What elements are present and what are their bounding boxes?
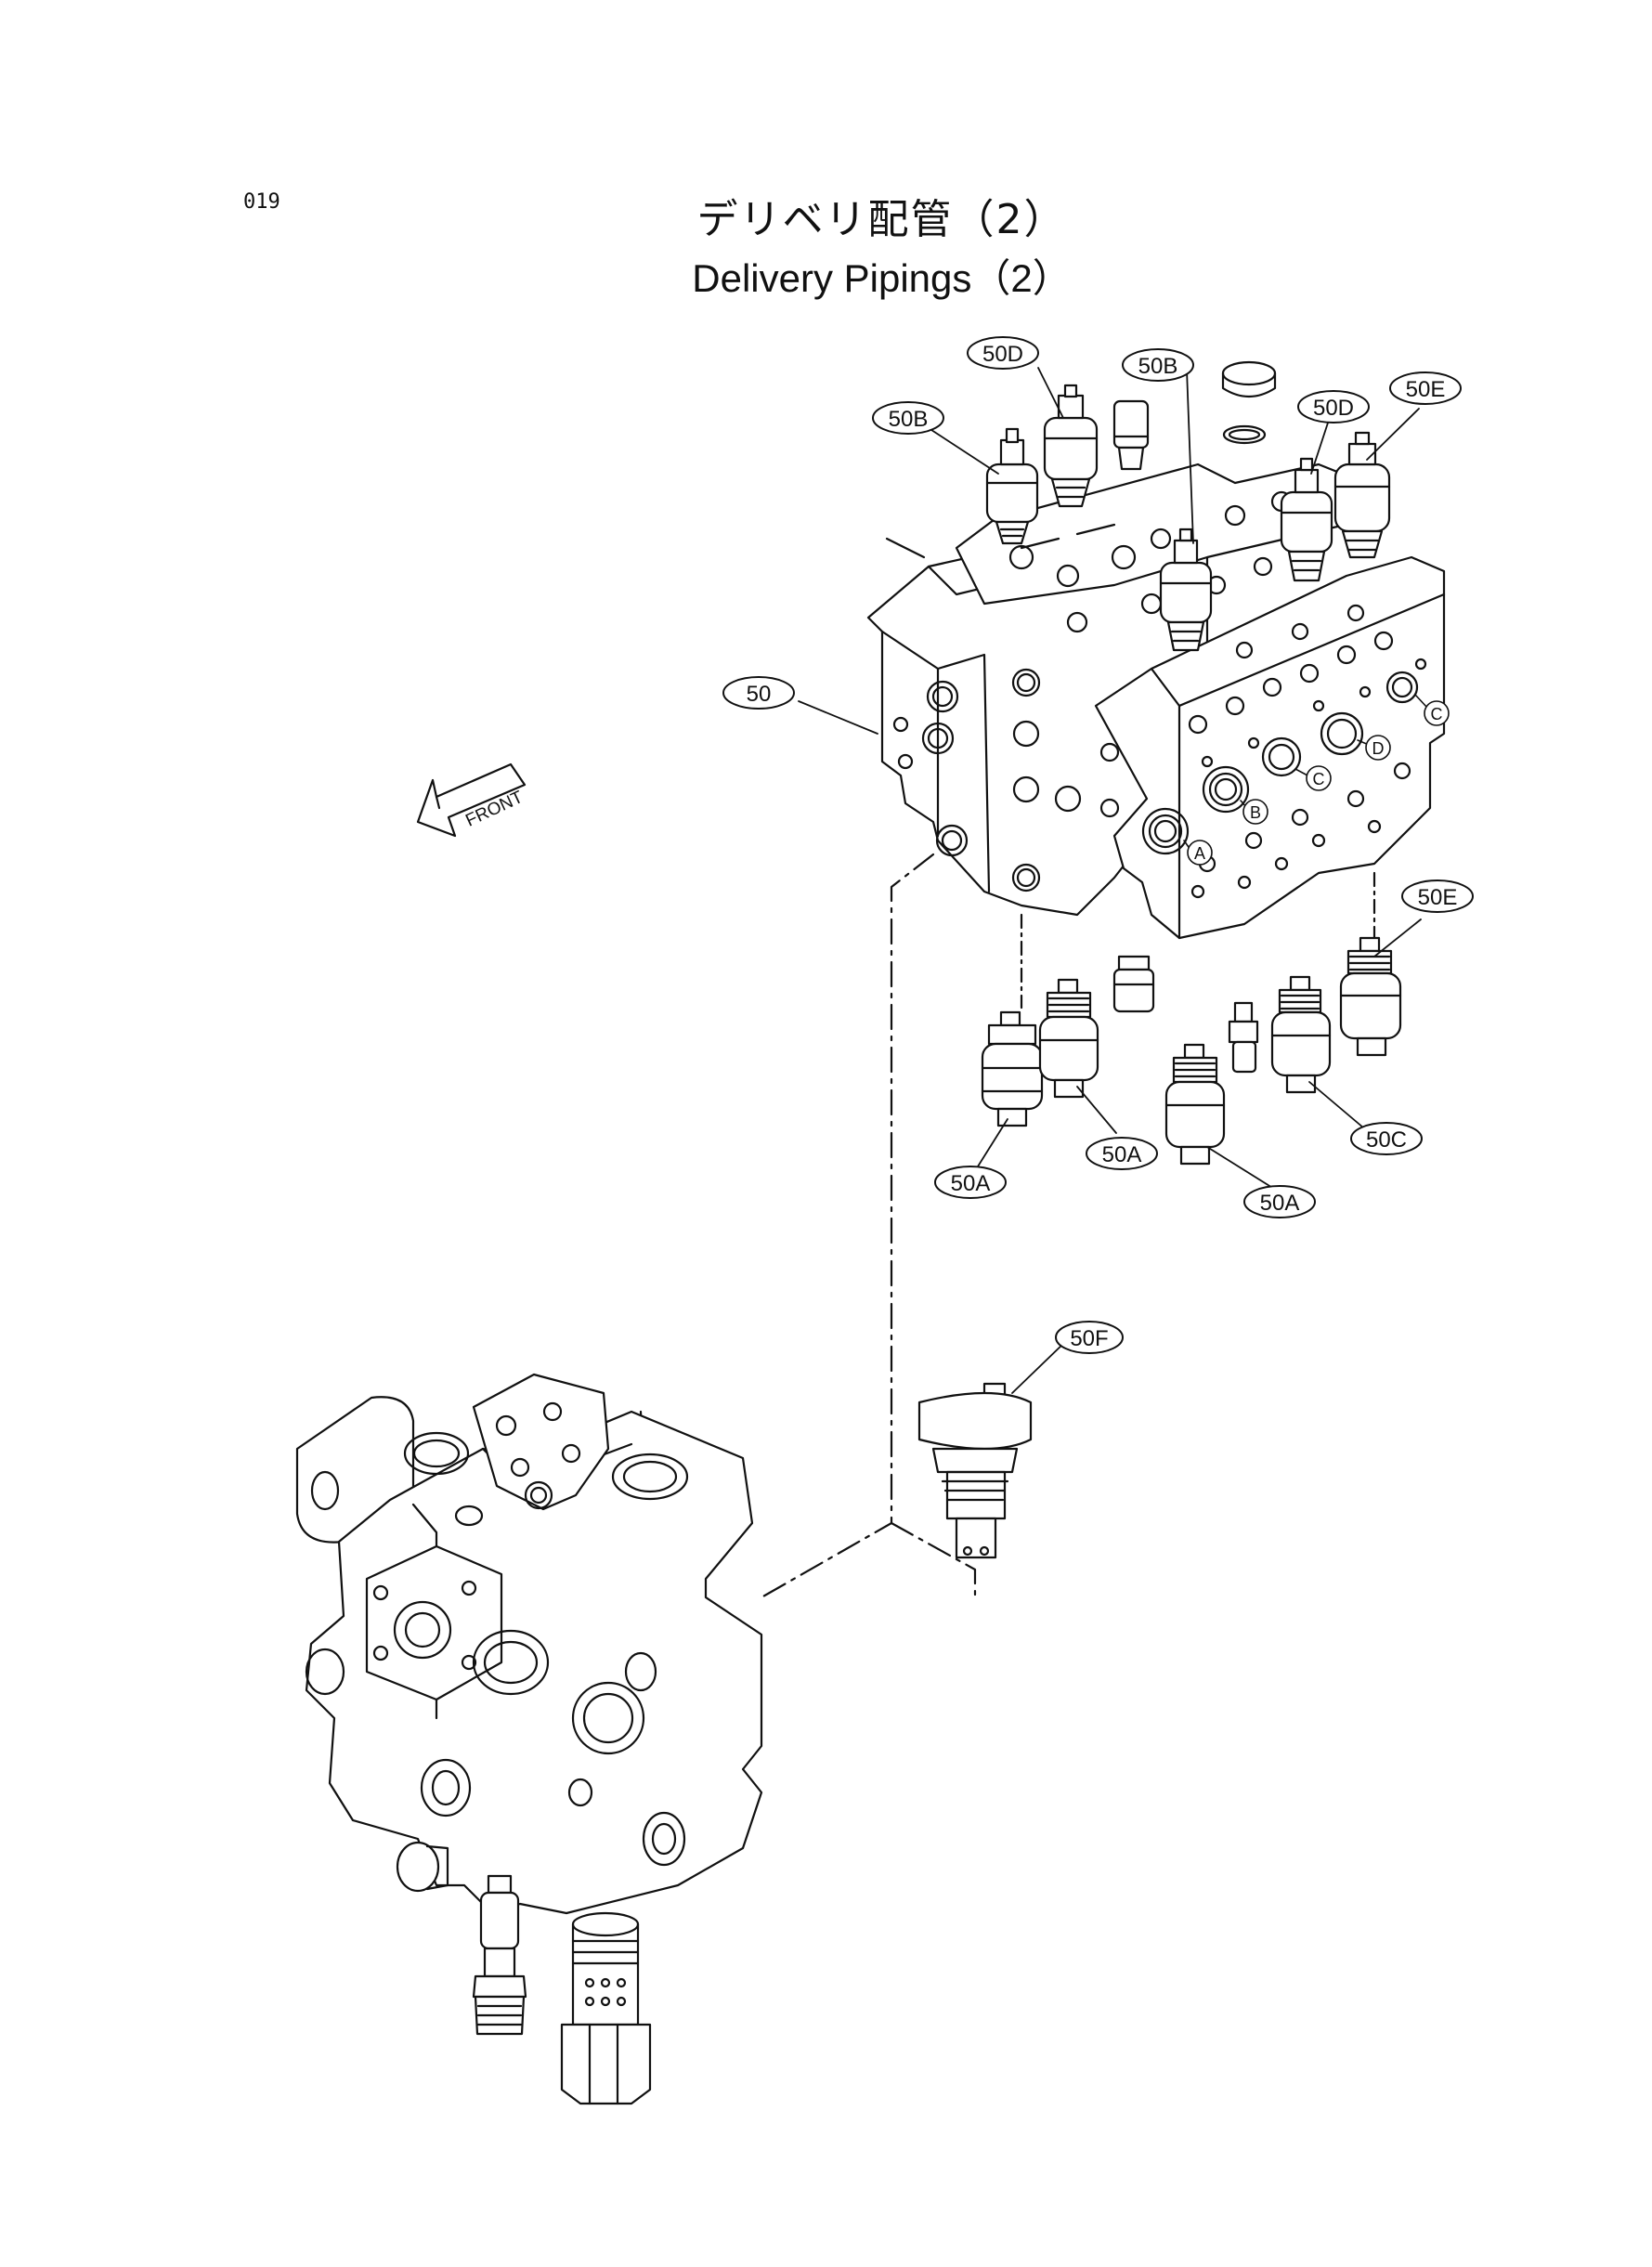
callout-label: 50F (1070, 1326, 1108, 1351)
port-label-d: D (1372, 739, 1385, 758)
callout-50d-upper-left: 50D (967, 336, 1039, 370)
callout-50d-right: 50D (1297, 390, 1370, 423)
page-number: 019 (243, 190, 280, 214)
callout-50-body: 50 (722, 676, 795, 710)
callout-label: 50A (1102, 1142, 1142, 1167)
port-label-c2: C (1431, 705, 1443, 723)
callout-50b-left: 50B (872, 401, 944, 435)
callout-label: 50A (951, 1171, 991, 1196)
callout-label: 50D (1313, 396, 1354, 421)
callout-label: 50 (747, 682, 772, 707)
callout-50a-middle: 50A (1086, 1137, 1158, 1170)
page-title-japanese: デリベリ配管（2） (696, 196, 1067, 243)
callout-label: 50E (1406, 377, 1446, 402)
relief-valves-top (985, 360, 1391, 652)
lower-valve-block (295, 1373, 763, 1915)
port-labels: A B C D C (1183, 694, 1450, 866)
valve-50f (917, 1382, 1033, 1559)
callout-50a-left: 50A (934, 1166, 1007, 1199)
callout-50e-top: 50E (1389, 371, 1462, 405)
relief-valves-bottom (981, 871, 1402, 1166)
callout-label: 50E (1418, 885, 1458, 910)
callout-bubbles: 50D 50B 50B 50D 50E 50 50E 50A (722, 336, 1474, 1354)
port-label-a: A (1194, 844, 1205, 863)
front-direction-arrow: FRONT (416, 762, 527, 838)
callout-label: 50A (1260, 1191, 1300, 1216)
callout-label: 50B (889, 407, 929, 432)
page-title-english: Delivery Pipings（2） (692, 256, 1072, 300)
callout-50b-center: 50B (1122, 348, 1194, 382)
callout-50e-bottom: 50E (1401, 879, 1474, 913)
callout-50a-right: 50A (1243, 1185, 1316, 1218)
lower-loose-parts (396, 1841, 652, 2105)
control-valve-body (866, 463, 1446, 940)
callout-label: 50C (1366, 1127, 1407, 1153)
callout-50f: 50F (1055, 1321, 1124, 1354)
callout-50c: 50C (1350, 1122, 1423, 1155)
callout-label: 50D (982, 342, 1023, 367)
port-label-c: C (1313, 770, 1325, 788)
port-label-b: B (1250, 803, 1261, 822)
callout-label: 50B (1138, 354, 1178, 379)
